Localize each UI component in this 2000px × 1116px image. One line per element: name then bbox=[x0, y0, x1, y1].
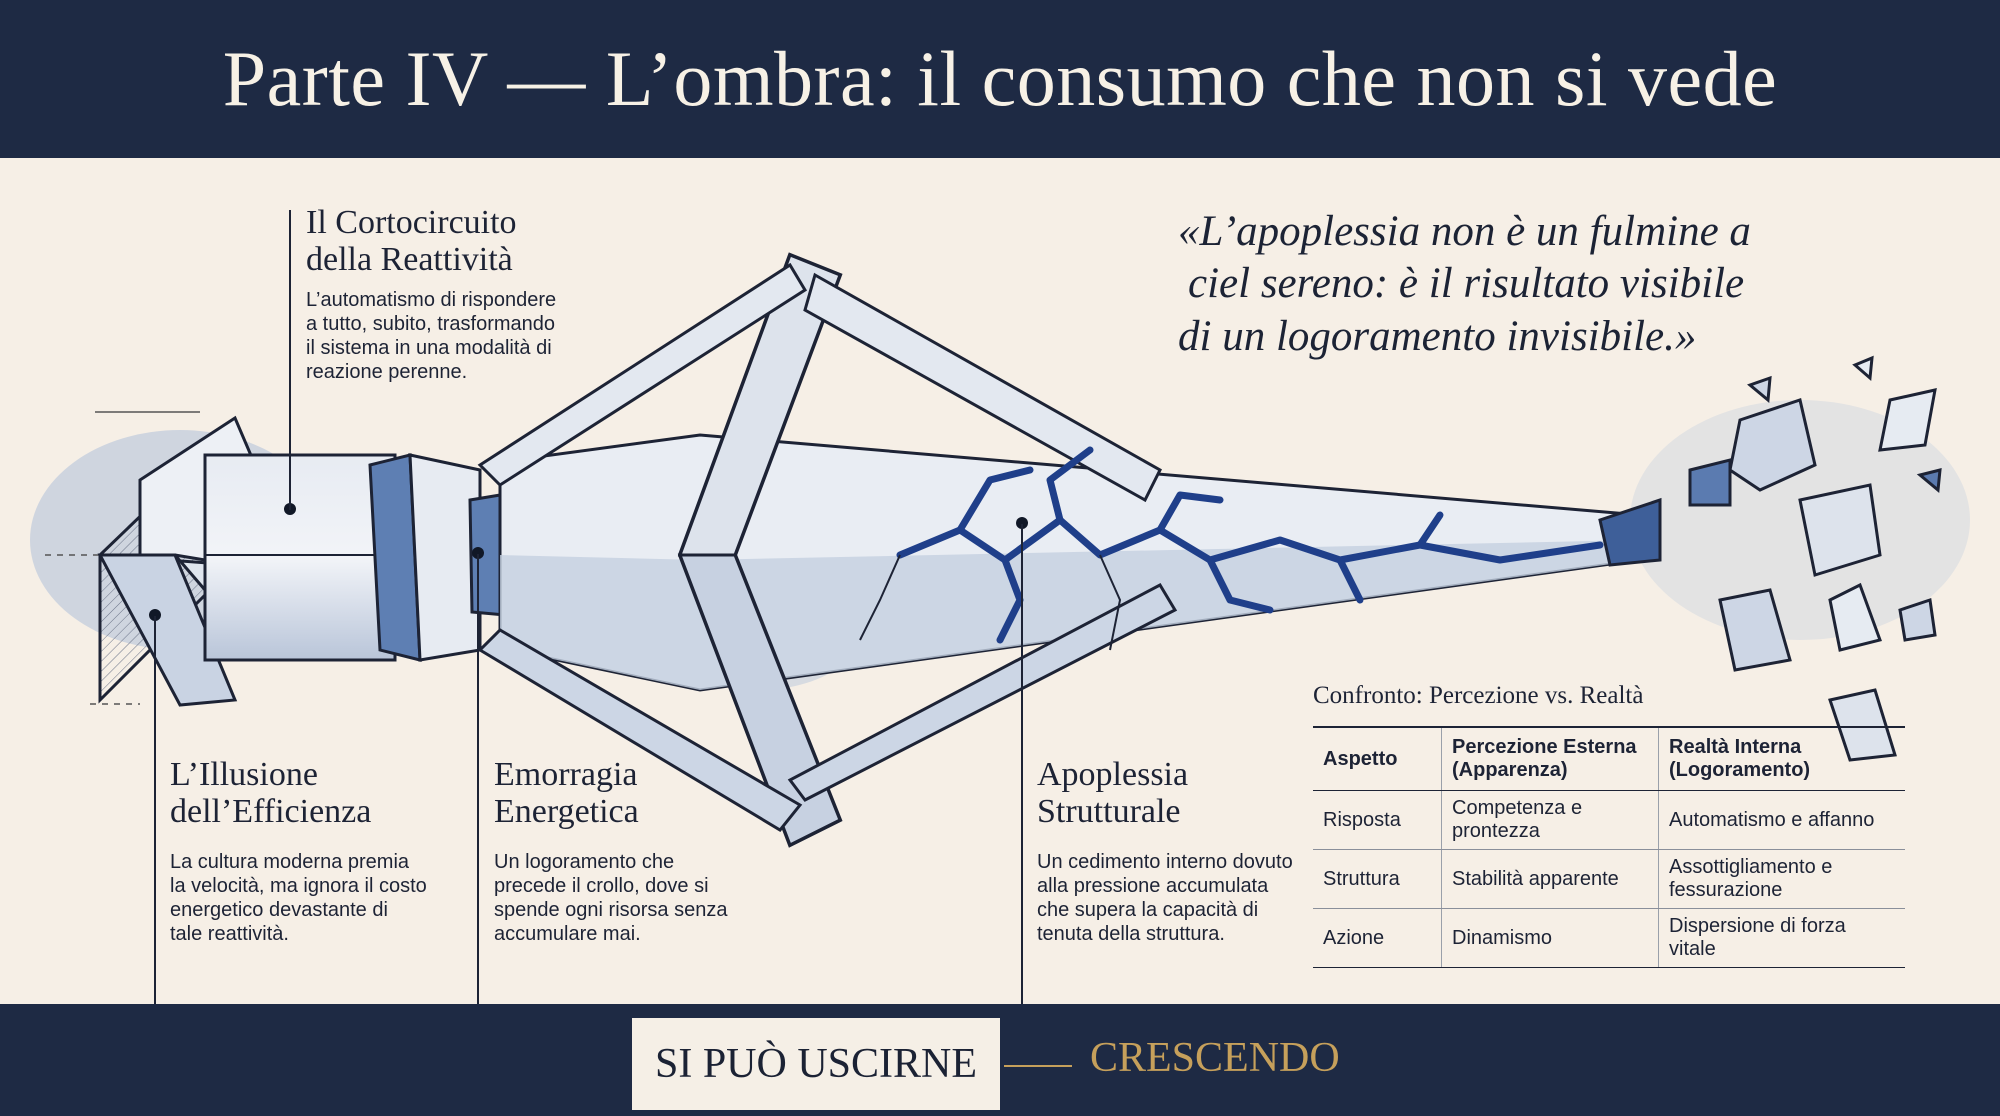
strut-upper-left bbox=[477, 262, 808, 487]
shaft bbox=[203, 453, 397, 662]
leader-apoplessia bbox=[1021, 524, 1023, 1103]
page-title: Parte IV — L’ombra: il consumo che non s… bbox=[222, 35, 1778, 122]
strut-lower-left bbox=[477, 628, 803, 832]
table-cell: Dinamismo bbox=[1441, 908, 1659, 968]
illustration-panel: Il Cortocircuito della Reattività L’auto… bbox=[0, 158, 2000, 1103]
callout-body-illusione: La cultura moderna premia la velocità, m… bbox=[170, 851, 427, 945]
callout-body-cortocircuito: L’automatismo di rispondere a tutto, sub… bbox=[306, 289, 557, 383]
callout-title-cortocircuito: Il Cortocircuito della Reattività bbox=[306, 204, 517, 279]
callout-title-emorragia: Emorragia Energetica bbox=[494, 756, 639, 831]
callout-title-apoplessia: Apoplessia Strutturale bbox=[1037, 756, 1189, 831]
callout-body-emorragia: Un logoramento che precede il crollo, do… bbox=[494, 851, 728, 945]
leader-cortocircuito bbox=[289, 210, 291, 510]
table-cell: Stabilità apparente bbox=[1441, 849, 1659, 909]
leader-illusione bbox=[154, 616, 156, 1103]
structure-illustration bbox=[30, 252, 1970, 848]
quote-line: ciel sereno: è il risultato visibile bbox=[1188, 260, 1745, 308]
cracks bbox=[896, 446, 1604, 644]
table-row: Azione Dinamismo Dispersione di forza vi… bbox=[1313, 908, 1905, 968]
callout-body-apoplessia: Un cedimento interno dovuto alla pressio… bbox=[1037, 851, 1293, 945]
column-header-aspetto: Aspetto bbox=[1313, 726, 1442, 791]
table-row: Struttura Stabilità apparente Assottigli… bbox=[1313, 849, 1905, 909]
callout-title-illusione: L’Illusione dell’Efficienza bbox=[170, 756, 372, 831]
table-cell: Automatismo e affanno bbox=[1658, 790, 1905, 850]
strut-lower-right bbox=[787, 583, 1178, 802]
header-bar: Parte IV — L’ombra: il consumo che non s… bbox=[0, 0, 2000, 158]
table-cell: Assottigliamento e fessurazione bbox=[1658, 849, 1905, 909]
table-cell: Competenza e prontezza bbox=[1441, 790, 1659, 850]
cta-button[interactable]: SI PUÒ USCIRNE bbox=[632, 1018, 1000, 1110]
comparison-table: Aspetto Percezione Esterna (Apparenza) R… bbox=[1313, 726, 1905, 968]
footer-tagline: CRESCENDO bbox=[1090, 1035, 1340, 1081]
pull-quote: «L’apoplessia non è un fulmine a ciel se… bbox=[1178, 206, 1818, 363]
wash-right bbox=[1630, 400, 1970, 640]
footer-bar: SI PUÒ USCIRNE CRESCENDO bbox=[0, 1004, 2000, 1116]
quote-line: «L’apoplessia non è un fulmine a bbox=[1178, 208, 1751, 255]
table-row: Risposta Competenza e prontezza Automati… bbox=[1313, 790, 1905, 850]
table-cell: Risposta bbox=[1313, 790, 1442, 850]
column-header-percezione: Percezione Esterna (Apparenza) bbox=[1441, 726, 1659, 791]
table-header-row: Aspetto Percezione Esterna (Apparenza) R… bbox=[1313, 726, 1905, 791]
table-cell: Azione bbox=[1313, 908, 1442, 968]
table-cell: Dispersione di forza vitale bbox=[1658, 908, 1905, 968]
table-caption: Confronto: Percezione vs. Realtà bbox=[1313, 682, 1644, 709]
leader-emorragia bbox=[477, 554, 479, 1103]
footer-divider bbox=[1004, 1065, 1072, 1067]
strut-upper-right bbox=[803, 272, 1162, 503]
quote-line: di un logoramento invisibile.» bbox=[1178, 312, 1697, 360]
table-cell: Struttura bbox=[1313, 849, 1442, 909]
column-header-realta: Realtà Interna (Logoramento) bbox=[1658, 726, 1905, 791]
